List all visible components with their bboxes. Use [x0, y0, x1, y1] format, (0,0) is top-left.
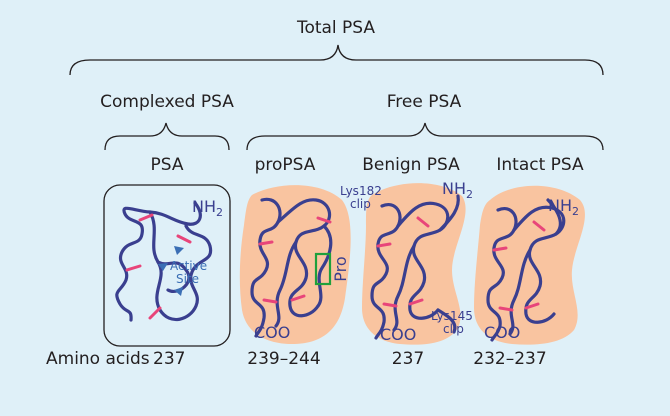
intact-nh2-label: NH2 — [548, 196, 579, 218]
benign-psa-molecule: Lys182 clip NH2 Lys145 clip COO — [340, 179, 473, 345]
intact-coo-label: COO — [484, 323, 520, 342]
free-psa-label: Free PSA — [387, 92, 462, 112]
intact-psa-molecule: NH2 COO — [474, 185, 585, 345]
lys145-clip-label-line1: Lys145 — [431, 309, 473, 323]
amino-acids-propsa: 239–244 — [247, 349, 320, 369]
lys182-clip-label-line1: Lys182 — [340, 184, 382, 198]
propsa-molecule: Pro COO — [239, 185, 351, 344]
benign-psa-form-label: Benign PSA — [362, 155, 460, 175]
lys182-clip-label-line2: clip — [350, 197, 371, 211]
complexed-psa-brace — [104, 122, 230, 151]
pro-region-box — [314, 252, 332, 286]
amino-acids-label: Amino acids — [46, 349, 150, 369]
amino-acids-intact: 232–237 — [473, 349, 546, 369]
benign-nh2-label: NH2 — [442, 179, 473, 201]
amino-acids-psa: 237 — [153, 349, 185, 369]
psa-nh2-label: NH2 — [192, 197, 223, 219]
pro-label: Pro — [331, 256, 350, 281]
complexed-psa-label: Complexed PSA — [100, 92, 234, 112]
total-psa-brace — [69, 44, 604, 76]
active-site-label-line2: Site — [176, 272, 199, 286]
lys145-clip-label-line2: clip — [443, 322, 464, 336]
active-site-label-line1: Active — [170, 259, 207, 273]
propsa-coo-label: COO — [254, 323, 290, 342]
complexed-psa-molecule: NH2 Active Site — [103, 184, 231, 347]
total-psa-label: Total PSA — [296, 18, 375, 38]
intact-psa-form-label: Intact PSA — [496, 155, 584, 175]
benign-coo-label: COO — [380, 325, 416, 344]
free-psa-brace — [246, 122, 604, 151]
amino-acids-benign: 237 — [392, 349, 424, 369]
propsa-form-label: proPSA — [255, 155, 316, 175]
psa-form-label: PSA — [151, 155, 184, 175]
complexed-psa-box — [103, 184, 231, 347]
